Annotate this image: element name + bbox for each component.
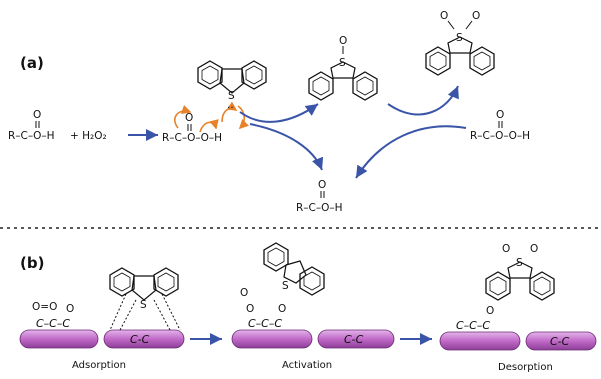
acid-bottom-carbonyl-o: O: [318, 179, 326, 191]
sulfoxide-oxygen: O: [339, 35, 347, 47]
catalyst-pill-2a: [231, 329, 313, 349]
dbt-sulfur: S: [228, 90, 235, 102]
activated-dbt: S: [263, 242, 325, 296]
activation-stage: C–C–C O O O C-C S Activation: [231, 242, 395, 371]
curly-arrow-2: [199, 119, 219, 133]
carboxylic-acid-bottom: O R–C–O–H: [296, 179, 343, 214]
adsorption-o2: O=O: [32, 301, 57, 313]
step-activation-label: Activation: [282, 360, 332, 371]
step-desorption-label: Desorption: [498, 362, 553, 373]
curly-arrow-3: [221, 101, 238, 123]
adsorption-chain: C–C–C: [36, 317, 70, 330]
desorbed-sulfone-o2: O: [530, 243, 538, 255]
curly-arrow-4: [237, 105, 250, 130]
catalyst-pill-2b: [317, 329, 395, 349]
catalyst-pill-1b: [103, 329, 185, 349]
desorbed-sulfone: S O O: [485, 243, 555, 301]
catalyst-pill-3b: [525, 331, 597, 351]
sulfoxide-molecule: S O: [308, 35, 378, 101]
desorbed-sulfone-o1: O: [502, 243, 510, 255]
sulfone-oxygen-2: O: [472, 10, 480, 22]
peracid-middle: O R–C–O–O–H: [162, 112, 222, 144]
activation-chain: C–C–C: [248, 317, 282, 330]
desorption-stage: C–C–C O C-C S O O Desorption: [439, 243, 597, 373]
activation-carbonyl-o: O: [278, 303, 286, 315]
peracid-mid-formula: R–C–O–O–H: [162, 132, 222, 144]
sulfone-sulfur: S: [456, 32, 463, 44]
adsorption-carbonyl-o: O: [66, 303, 74, 315]
catalyst-pill-3a: [439, 331, 521, 351]
activation-o-minus-1: O: [240, 287, 248, 299]
activation-o-minus-2: O: [246, 303, 254, 315]
sulfone-molecule: S O O: [425, 10, 495, 76]
desorption-chain: C–C–C: [456, 319, 490, 332]
dibenzothiophene-molecule: S ..: [197, 60, 267, 111]
peracid-mid-carbonyl-o: O: [185, 112, 193, 124]
adsorbed-dbt-sulfur: S: [140, 299, 147, 311]
dbt-lone-pair: ..: [227, 99, 234, 111]
desorbed-sulfone-sulfur: S: [516, 257, 523, 269]
adsorbed-dbt: S: [109, 267, 179, 311]
desorption-carbonyl-o: O: [486, 305, 494, 317]
arrow-peracid-right-to-acid: [355, 125, 467, 179]
step-adsorption-label: Adsorption: [72, 360, 126, 371]
plus-hydrogen-peroxide: + H₂O₂: [70, 130, 107, 142]
peracid-right: O R–C–O–O–H: [470, 109, 530, 142]
activated-dbt-sulfur: S: [282, 280, 289, 292]
desorption-cc: C-C: [550, 335, 570, 348]
arrow-sulfoxide-to-sulfone: [387, 85, 459, 116]
arrow-dbt-to-sulfoxide: [239, 103, 319, 123]
catalyst-pill-1a: [19, 329, 99, 349]
acid-left-formula: R–C–O–H: [8, 130, 55, 142]
adsorption-stage: C–C–C O=O O C-C S Adsorption: [19, 267, 185, 371]
curly-arrow-1: [174, 104, 192, 129]
sulfoxide-sulfur: S: [339, 57, 346, 69]
carboxylic-acid-left: O R–C–O–H: [8, 109, 55, 142]
sulfone-oxygen-1: O: [440, 10, 448, 22]
panel-b-label: (b): [20, 254, 44, 272]
acid-left-carbonyl-o: O: [33, 109, 41, 121]
adsorption-cc: C-C: [130, 333, 150, 346]
panel-a-label: (a): [20, 54, 44, 72]
arrow-peracid-to-acid: [249, 123, 324, 171]
peracid-right-formula: R–C–O–O–H: [470, 130, 530, 142]
peracid-right-carbonyl-o: O: [496, 109, 504, 121]
acid-bottom-formula: R–C–O–H: [296, 202, 343, 214]
activation-cc: C-C: [344, 333, 364, 346]
